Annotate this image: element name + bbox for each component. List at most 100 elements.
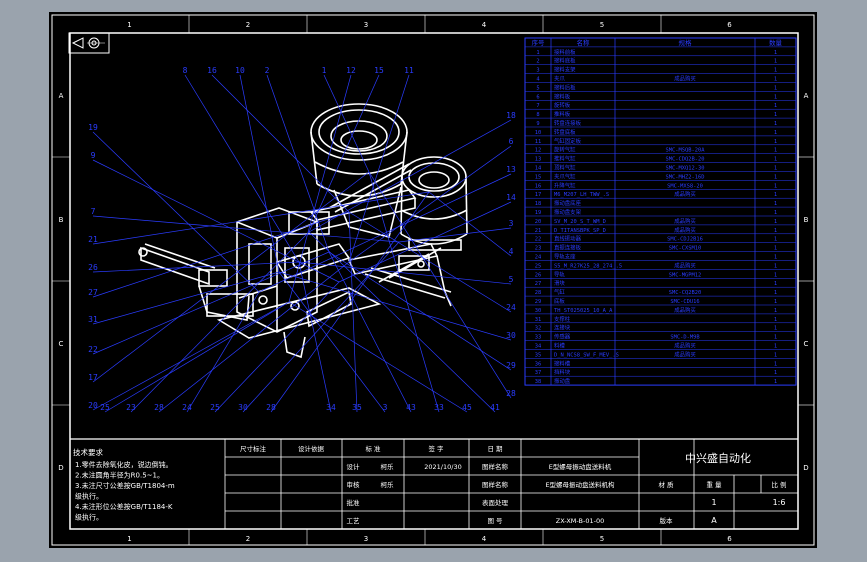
bom-cell: 旋转气缸 [554, 146, 576, 154]
bom-cell: 升降气缸 [554, 181, 576, 189]
part-balloon-label: 5 [509, 275, 514, 284]
bom-cell: TH_ST025025_10_A_A [554, 308, 613, 314]
bom-cell: 1 [774, 299, 777, 305]
leader-line [214, 281, 340, 413]
part-balloon-label: 31 [88, 315, 98, 324]
part-balloon-label: 4 [509, 247, 514, 256]
bom-cell: 36 [535, 361, 542, 367]
tb-check-label: 审核 [347, 480, 361, 489]
leader-line [298, 261, 332, 413]
bom-cell: 成品购买 [674, 217, 696, 225]
bom-cell: 1 [774, 103, 777, 109]
leader-line [239, 74, 280, 273]
bom-cell: 挡料块 [554, 368, 571, 376]
tb-weight-label: 重 量 [706, 481, 722, 489]
bom-cell: 33 [535, 335, 542, 341]
bom-cell: 1 [774, 85, 777, 91]
leader-line [398, 227, 512, 243]
part-balloon-label: 43 [406, 403, 416, 412]
zone-row-label: A [804, 92, 809, 100]
bom-cell: 17 [535, 192, 542, 198]
part-balloon-label: 8 [183, 66, 188, 75]
bom-cell: 18 [535, 201, 542, 207]
bom-cell: 支撑柱 [554, 315, 571, 323]
bom-cell: 转盘底板 [554, 128, 576, 136]
bom-cell: 1 [774, 246, 777, 252]
bom-cell: 底板 [554, 297, 565, 305]
bom-cell: 振动盘 [554, 377, 571, 385]
bom-cell: 1 [774, 255, 777, 261]
part-balloon-label: 11 [404, 66, 414, 75]
bom-header: 名称 [577, 38, 591, 47]
bom-cell: 转盘连接板 [554, 119, 582, 127]
bom-cell: 29 [535, 299, 542, 305]
upper-vibratory-bowl [310, 103, 408, 238]
bom-cell: 气缸 [554, 288, 565, 296]
bom-cell: 35 [535, 352, 542, 358]
part-balloon-label: 3 [383, 403, 388, 412]
bom-cell: 1 [774, 326, 777, 332]
bom-cell: 直振连接板 [554, 244, 582, 252]
tb-design-date: 2021/10/30 [424, 463, 461, 471]
zone-row-label: D [803, 464, 808, 472]
tb-header: 日 期 [487, 445, 503, 453]
notes-line: 3.未注尺寸公差按GB/T1804-m [75, 481, 175, 490]
bom-cell: SMC-CDQ2B-20 [666, 157, 705, 163]
part-balloon-label: 22 [88, 345, 98, 354]
leader-line [323, 74, 370, 173]
bom-cell: 1 [774, 166, 777, 172]
bom-cell: 接料板 [554, 92, 571, 100]
tb-part-name-label: 图样名称 [482, 462, 509, 471]
leader-line [298, 261, 512, 285]
leader-line [308, 231, 496, 413]
bom-cell: 22 [535, 237, 542, 243]
tb-designer: 柯乐 [381, 462, 395, 471]
bom-cell: 成品购买 [674, 261, 696, 269]
leader-line [184, 74, 300, 263]
part-balloon-label: 25 [100, 403, 110, 412]
bom-cell: 1 [774, 94, 777, 100]
zone-col-label: 2 [246, 21, 250, 29]
bom-cell: 1 [774, 183, 777, 189]
bom-cell: 滑块 [554, 279, 565, 287]
bom-cell: 9 [536, 121, 539, 127]
part-balloon-label: 12 [346, 66, 356, 75]
bom-cell: 31 [535, 317, 542, 323]
part-balloon-label: 9 [91, 151, 96, 160]
notes-line: 2.未注圆角半径为R0.5~1。 [75, 471, 164, 480]
zone-row-label: B [59, 216, 64, 224]
part-balloon-label: 14 [506, 193, 516, 202]
bom-cell: 19 [535, 210, 542, 216]
zone-col-label: 4 [482, 21, 487, 29]
bom-cell: 料槽 [554, 342, 565, 350]
bom-cell: 1 [774, 121, 777, 127]
zone-col-label: 6 [727, 21, 732, 29]
zone-row-label: B [804, 216, 809, 224]
bom-header: 序号 [532, 38, 546, 47]
part-balloon-label: 23 [126, 403, 136, 412]
leader-lines [92, 74, 512, 413]
part-balloon-label: 30 [238, 403, 248, 412]
bom-cell: 1 [774, 77, 777, 83]
bom-cell: 导轨支座 [554, 253, 576, 261]
bom-cell: 1 [774, 130, 777, 136]
leader-line [308, 74, 380, 233]
bom-cell: 26 [535, 272, 542, 278]
leader-line [368, 171, 440, 413]
bom-cell: 30 [535, 308, 542, 314]
part-balloon-label: 28 [154, 403, 164, 412]
bom-cell: 3 [536, 68, 539, 74]
bom-cell: 振动盘支架 [554, 208, 582, 216]
leader-line [270, 191, 430, 413]
part-balloon-label: 27 [88, 288, 98, 297]
part-balloon-label: 19 [88, 123, 98, 132]
part-balloon-label: 15 [374, 66, 384, 75]
bom-cell: 6 [536, 94, 539, 100]
bom-cell: 气缸固定板 [554, 137, 582, 145]
leader-line [266, 74, 330, 253]
bom-cell: 夹爪 [554, 75, 565, 83]
leader-line [130, 231, 310, 413]
bom-cell: 14 [535, 166, 542, 172]
